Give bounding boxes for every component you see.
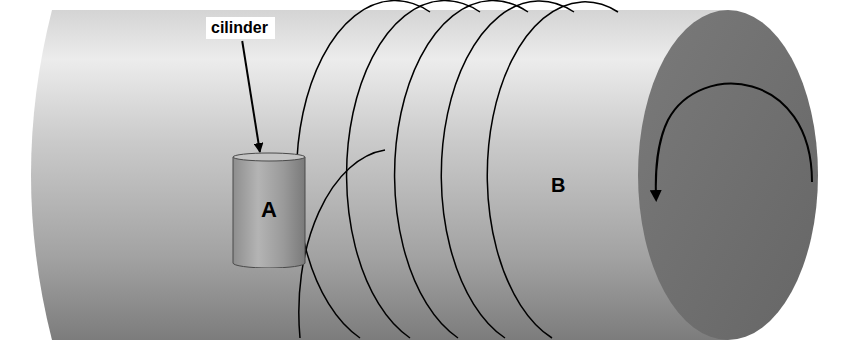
part-name: cilinder <box>211 19 270 37</box>
drum-end-face <box>638 10 818 340</box>
leader-arrow <box>242 41 260 152</box>
name-tag: cilinder <box>206 17 275 39</box>
drum-body <box>31 10 728 340</box>
rotation-arrow <box>656 84 812 196</box>
part-letter: B <box>551 174 565 197</box>
winding-lines <box>297 1 618 338</box>
small-cylinder: A <box>232 152 306 268</box>
part-letter: A <box>261 197 277 223</box>
